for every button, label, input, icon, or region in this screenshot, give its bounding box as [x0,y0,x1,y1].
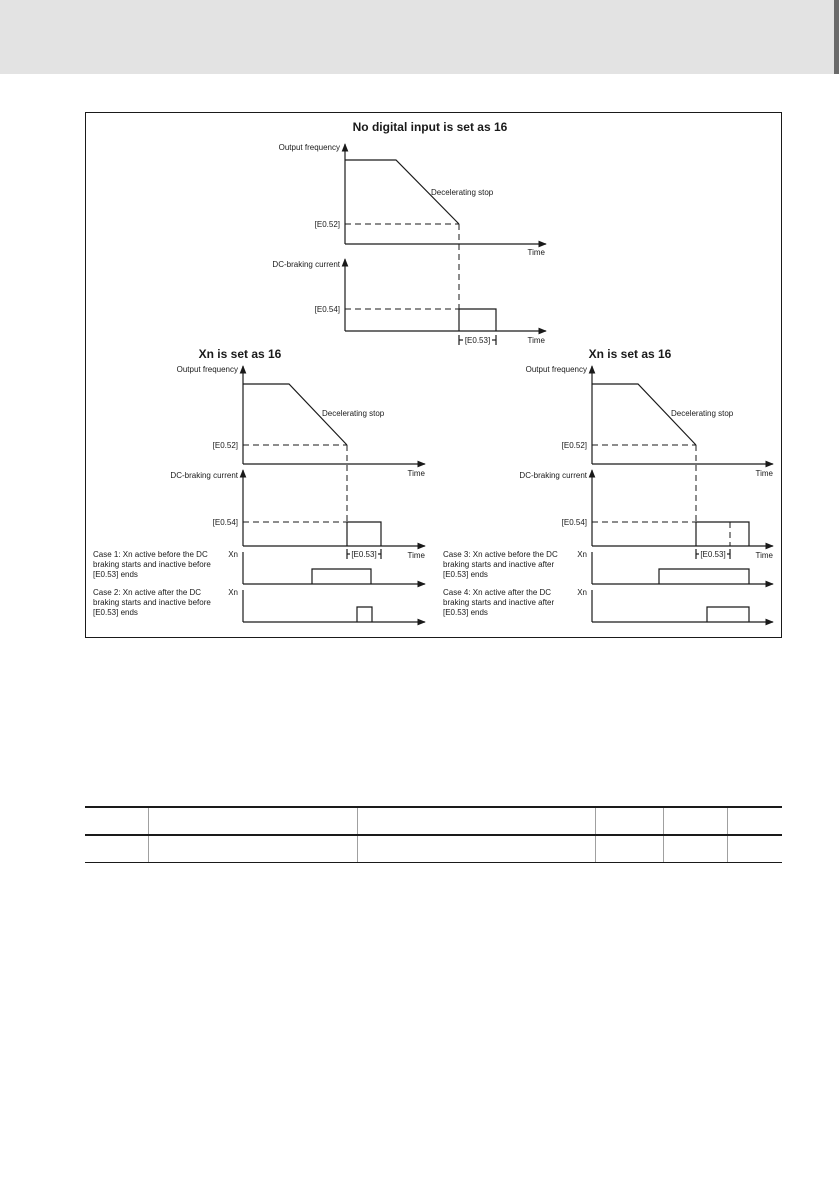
table-cell [147,835,357,863]
table-header-cell [726,806,782,836]
left-case-b-signal-label: Xn [228,588,238,597]
top-freq-x-label: Time [528,248,546,257]
left-decel-label: Decelerating stop [322,409,385,418]
table-header-cell [594,806,663,836]
right-section: Xn is set as 16 Output frequency Time De… [443,347,774,626]
table-row [85,835,782,863]
left-case-b-line-3: [E0.53] ends [93,608,138,617]
left-case-a-xn-pulse [311,568,372,584]
table-header-cell [662,806,727,836]
top-dc-pulse [458,308,497,331]
left-freq-y-label: Output frequency [177,365,238,374]
top-e054-label: [E0.54] [315,305,340,314]
table-cell [594,835,663,863]
right-case-a-line-1: Case 3: Xn active before the DC [443,550,558,559]
right-dc-pulse [695,521,750,546]
top-decel-label: Decelerating stop [431,188,494,197]
left-e052-label: [E0.52] [213,441,238,450]
top-e053-label: [E0.53] [465,336,490,345]
right-title: Xn is set as 16 [589,347,672,361]
right-case-a-line-3: [E0.53] ends [443,570,488,579]
left-title: Xn is set as 16 [199,347,282,361]
left-case-b-xn-pulse [356,606,373,622]
table-header-row [85,806,782,836]
right-dc-x-label: Time [756,551,774,560]
left-dc-x-label: Time [408,551,426,560]
right-case-a-signal-label: Xn [577,550,587,559]
right-case-a-line-2: braking starts and inactive after [443,560,555,569]
table-header-cell [147,806,357,836]
right-case-b-line-3: [E0.53] ends [443,608,488,617]
right-dc-y-label: DC-braking current [519,471,587,480]
top-dc-x-label: Time [528,336,546,345]
table-cell [662,835,727,863]
left-case-a-signal-label: Xn [228,550,238,559]
figure-frame [85,112,782,638]
right-e052-label: [E0.52] [562,441,587,450]
page-header-band [0,0,839,74]
left-dc-pulse [346,521,382,546]
left-freq-x-label: Time [408,469,426,478]
top-dc-y-label: DC-braking current [272,260,340,269]
left-dc-y-label: DC-braking current [170,471,238,480]
top-freq-y-label: Output frequency [279,143,340,152]
right-decel-label: Decelerating stop [671,409,734,418]
top-section: No digital input is set as 16 Output fre… [272,120,547,345]
left-case-a-line-2: braking starts and inactive before [93,560,211,569]
right-case-a-xn-pulse [658,568,750,584]
table-header-cell [85,806,148,836]
top-e052-label: [E0.52] [315,220,340,229]
right-e054-label: [E0.54] [562,518,587,527]
left-case-b-line-2: braking starts and inactive before [93,598,211,607]
top-freq-curve [345,159,460,225]
right-e053-label: [E0.53] [700,550,725,559]
left-section: Xn is set as 16 Output frequency Time De… [93,347,426,626]
right-case-b-line-2: braking starts and inactive after [443,598,555,607]
right-case-b-xn-pulse [706,606,750,622]
left-e054-label: [E0.54] [213,518,238,527]
table-cell [726,835,782,863]
right-case-b-line-1: Case 4: Xn active after the DC [443,588,551,597]
right-freq-y-label: Output frequency [526,365,587,374]
table-cell [85,835,148,863]
left-case-a-line-1: Case 1: Xn active before the DC [93,550,208,559]
right-case-b-signal-label: Xn [577,588,587,597]
table-header-cell [356,806,595,836]
table-cell [356,835,595,863]
page-header-edge-marker [834,0,839,74]
right-freq-curve [592,383,697,446]
left-case-b-line-1: Case 2: Xn active after the DC [93,588,201,597]
top-title: No digital input is set as 16 [353,120,508,134]
left-e053-label: [E0.53] [351,550,376,559]
right-freq-x-label: Time [756,469,774,478]
left-case-a-line-3: [E0.53] ends [93,570,138,579]
parameter-table [85,806,782,863]
left-freq-curve [243,383,348,446]
